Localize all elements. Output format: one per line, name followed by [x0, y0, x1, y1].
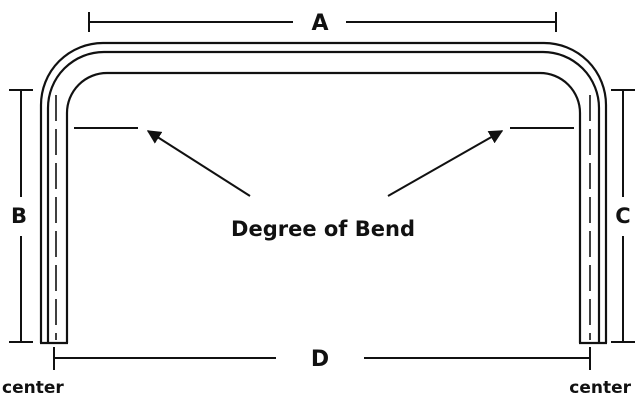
dimension-c: C: [611, 89, 635, 343]
dimension-c-label: C: [615, 204, 630, 228]
dimension-d: D: [53, 347, 591, 372]
dimension-a-label: A: [311, 11, 328, 36]
left-center-label: center: [2, 378, 64, 398]
right-center-label: center: [569, 378, 631, 398]
degree-of-bend-label: Degree of Bend: [231, 217, 415, 241]
dimension-b: B: [9, 89, 33, 343]
right-bend-arrow: [387, 130, 504, 197]
dimension-d-label: D: [311, 347, 329, 372]
tube-middle-wall: [46, 50, 601, 343]
tube-inner-wall: [65, 71, 582, 343]
left-bend-arrow: [146, 130, 251, 197]
dimension-b-label: B: [11, 204, 27, 228]
dimension-a: A: [88, 11, 557, 36]
tube-outer-wall: [39, 41, 608, 343]
